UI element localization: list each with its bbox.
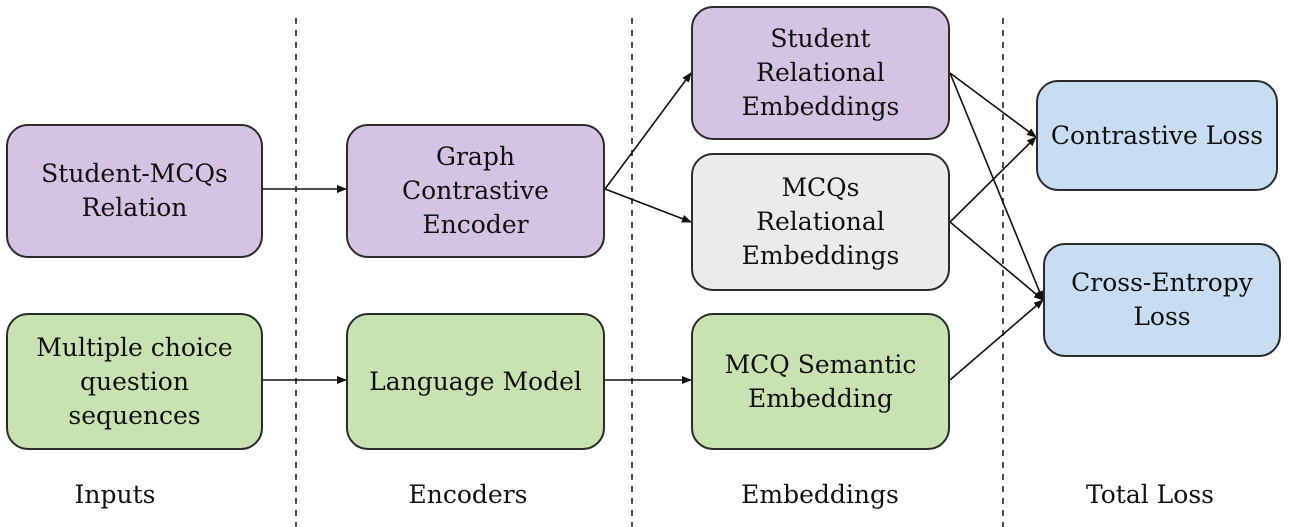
- column-label-encoders: Encoders: [408, 480, 528, 509]
- node-mcqs-relational-embeddings: MCQs Relational Embeddings: [691, 153, 950, 291]
- node-graph-contrastive-encoder: Graph Contrastive Encoder: [346, 124, 605, 258]
- arrow-graph-to-student-embeddings: [604, 72, 692, 190]
- arrow-mcqs-to-contrastive: [949, 136, 1037, 223]
- column-label-embeddings: Embeddings: [741, 480, 899, 509]
- arrow-semantic-to-cross-entropy: [949, 299, 1044, 381]
- node-mcq-semantic-embedding: MCQ Semantic Embedding: [691, 313, 950, 450]
- arrow-mcqs-to-cross-entropy: [949, 221, 1044, 301]
- node-contrastive-loss: Contrastive Loss: [1036, 80, 1278, 191]
- arrow-student-to-cross-entropy: [949, 72, 1044, 301]
- column-label-total-loss: Total Loss: [1086, 480, 1214, 509]
- node-student-mcqs-relation: Student-MCQs Relation: [6, 124, 263, 258]
- node-cross-entropy-loss: Cross-Entropy Loss: [1043, 243, 1281, 357]
- arrow-student-to-contrastive: [949, 72, 1037, 138]
- node-language-model: Language Model: [346, 313, 605, 450]
- node-mcq-sequences: Multiple choice question sequences: [6, 313, 263, 450]
- node-student-relational-embeddings: Student Relational Embeddings: [691, 6, 950, 140]
- column-label-inputs: Inputs: [74, 480, 156, 509]
- arrow-graph-to-mcqs-embeddings: [604, 188, 692, 223]
